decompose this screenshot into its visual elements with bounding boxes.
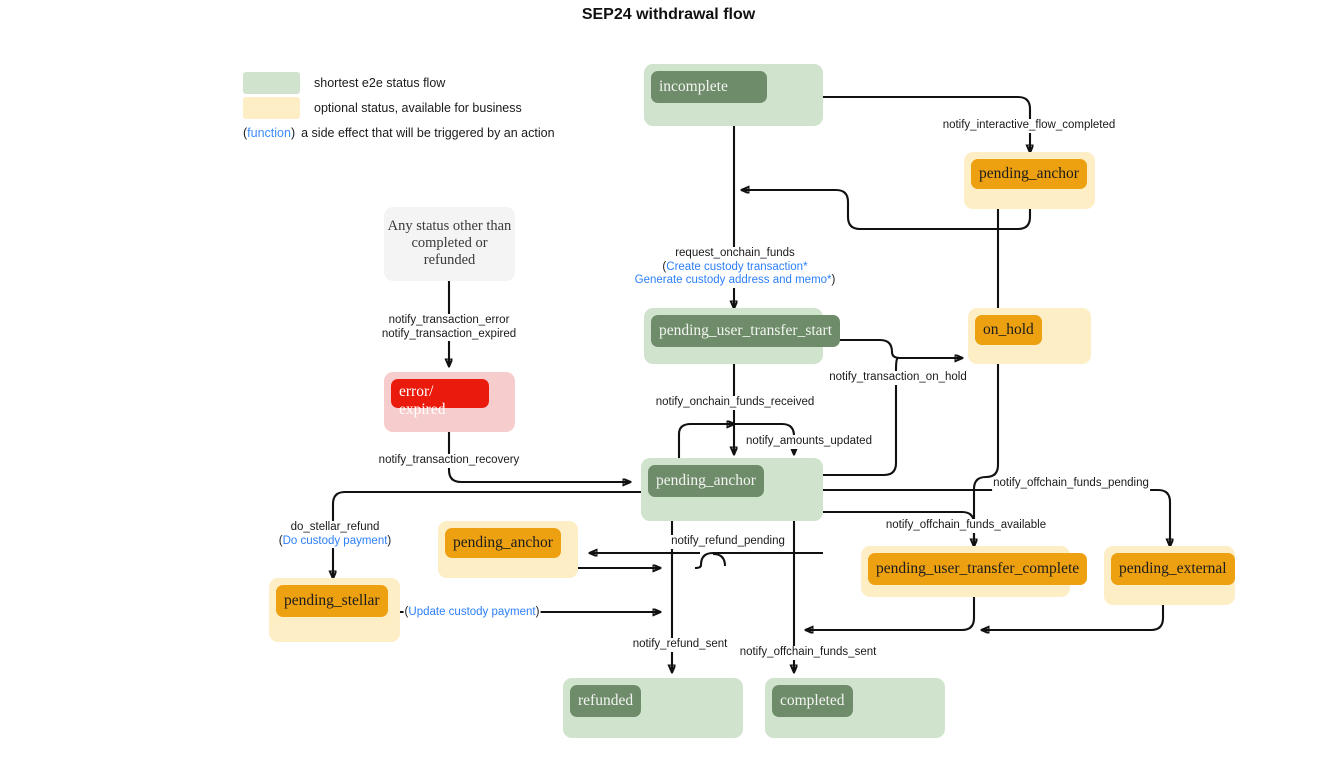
edge-pending-external-to-completed-join — [982, 605, 1165, 630]
edge-label-notify-interactive-flow-completed: notify_interactive_flow_completed — [941, 119, 1117, 133]
edge-label-do-stellar-refund-main: do_stellar_refund — [290, 521, 380, 533]
node-pending-anchor-main[interactable]: pending_anchor — [641, 458, 823, 521]
edge-on-hold-to-pending-user-transfer-complete — [974, 209, 1000, 546]
legend-label-function-note: a side effect that will be triggered by … — [301, 126, 555, 140]
edge-label-notify-transaction-error: notify_transaction_error — [388, 314, 510, 326]
edge-label-notify-amounts-updated: notify_amounts_updated — [745, 435, 873, 449]
edge-label-request-onchain-funds-main: request_onchain_funds — [675, 247, 795, 259]
legend-item-function-note: (function) a side effect that will be tr… — [243, 120, 555, 146]
edge-label-notify-transaction-error-expired: notify_transaction_error notify_transact… — [380, 314, 518, 341]
edge-label-notify-transaction-on-hold: notify_transaction_on_hold — [828, 371, 968, 385]
edge-label-notify-offchain-funds-available: notify_offchain_funds_available — [884, 519, 1048, 533]
node-pending-user-transfer-complete-label: pending_user_transfer_complete — [868, 553, 1088, 585]
edge-label-notify-onchain-funds-received: notify_onchain_funds_received — [654, 396, 816, 410]
edge-error-expired-to-pending-anchor-main — [447, 432, 630, 482]
node-refunded[interactable]: refunded — [563, 678, 743, 738]
legend-function-token: (function) — [243, 126, 295, 140]
fn-update-custody-payment: Update custody payment — [408, 606, 536, 618]
legend-item-shortest-flow: shortest e2e status flow — [243, 70, 555, 95]
edge-pending-user-transfer-start-to-on-hold — [823, 338, 962, 358]
edge-pending-anchor-self-loop-left — [677, 424, 734, 458]
node-pending-anchor-refund-label: pending_anchor — [445, 528, 561, 558]
node-on-hold-label: on_hold — [975, 315, 1042, 345]
node-any-status[interactable]: Any status other than completed or refun… — [384, 207, 515, 281]
node-any-status-label: Any status other than completed or refun… — [387, 218, 512, 268]
node-error-expired[interactable]: error/ expired — [384, 372, 515, 432]
node-pending-user-transfer-complete[interactable]: pending_user_transfer_complete — [861, 546, 1088, 597]
legend-swatch-green — [243, 71, 300, 94]
node-pending-external-label: pending_external — [1111, 553, 1235, 585]
node-pending-stellar-label: pending_stellar — [276, 585, 388, 617]
edge-label-notify-offchain-funds-pending: notify_offchain_funds_pending — [992, 477, 1150, 491]
fn-do-custody-payment: Do custody payment — [282, 534, 388, 547]
edge-pending-anchor-main-to-pending-external — [823, 488, 1170, 546]
edge-label-request-onchain-funds: request_onchain_funds (Create custody tr… — [633, 247, 837, 288]
node-incomplete[interactable]: incomplete — [644, 64, 823, 126]
edge-label-generate-custody-address: Generate custody address and memo*) — [634, 274, 836, 286]
edge-pending-anchor-main-to-pending-stellar — [333, 490, 641, 578]
legend-paren-open: ( — [243, 126, 248, 140]
edge-label-do-stellar-refund: do_stellar_refund (Do custody payment) — [277, 521, 393, 548]
edge-label-notify-transaction-expired: notify_transaction_expired — [381, 327, 517, 340]
edge-ptc-to-completed-join — [806, 597, 976, 630]
legend-swatch-cream — [243, 96, 300, 119]
node-refunded-label: refunded — [570, 685, 642, 717]
node-on-hold[interactable]: on_hold — [968, 308, 1091, 364]
legend: shortest e2e status flow optional status… — [243, 70, 555, 146]
edge-label-create-custody-transaction: (Create custody transaction* — [662, 260, 808, 273]
edge-notify-refund-pending-route — [694, 551, 823, 570]
node-pending-stellar[interactable]: pending_stellar — [269, 578, 400, 642]
node-pending-external[interactable]: pending_external — [1104, 546, 1235, 605]
node-pending-anchor-refund[interactable]: pending_anchor — [438, 521, 578, 578]
node-pending-user-transfer-start-label: pending_user_transfer_start — [651, 315, 841, 347]
node-pending-anchor-top-label: pending_anchor — [971, 159, 1087, 189]
edge-refund-column-to-pending-anchor-refund — [712, 552, 727, 567]
page-title: SEP24 withdrawal flow — [581, 6, 756, 23]
edge-pending-anchor-top-to-main-column — [742, 190, 1032, 231]
fn-generate-custody-address: Generate custody address and memo* — [634, 274, 832, 286]
node-error-expired-label: error/ — [391, 379, 489, 408]
node-completed-label: completed — [772, 685, 853, 717]
node-pending-anchor-top[interactable]: pending_anchor — [964, 152, 1095, 209]
legend-label-shortest-flow: shortest e2e status flow — [314, 75, 446, 90]
node-incomplete-label: incomplete — [651, 71, 767, 103]
edge-label-notify-offchain-funds-sent: notify_offchain_funds_sent — [738, 646, 878, 660]
legend-label-optional-status: optional status, available for business — [314, 100, 522, 115]
edge-label-notify-refund-sent: notify_refund_sent — [631, 638, 729, 652]
legend-function-keyword: function — [247, 126, 291, 140]
node-pending-anchor-main-label: pending_anchor — [648, 465, 764, 497]
edge-label-update-custody-payment: (Update custody payment) — [403, 606, 541, 620]
edge-label-notify-transaction-recovery: notify_transaction_recovery — [377, 454, 521, 468]
fn-create-custody-transaction: Create custody transaction* — [666, 260, 808, 273]
edge-label-do-custody-payment: (Do custody payment) — [278, 534, 392, 547]
legend-paren-close: ) — [290, 126, 296, 140]
edge-pending-anchor-main-to-on-hold — [823, 356, 899, 477]
edge-incomplete-to-pending-anchor-top — [823, 95, 1030, 152]
node-error-expired-label-second: expired — [399, 401, 446, 418]
edge-label-notify-refund-pending: notify_refund_pending — [670, 535, 786, 549]
legend-item-optional-status: optional status, available for business — [243, 95, 555, 120]
node-completed[interactable]: completed — [765, 678, 945, 738]
node-pending-user-transfer-start[interactable]: pending_user_transfer_start — [644, 308, 841, 364]
